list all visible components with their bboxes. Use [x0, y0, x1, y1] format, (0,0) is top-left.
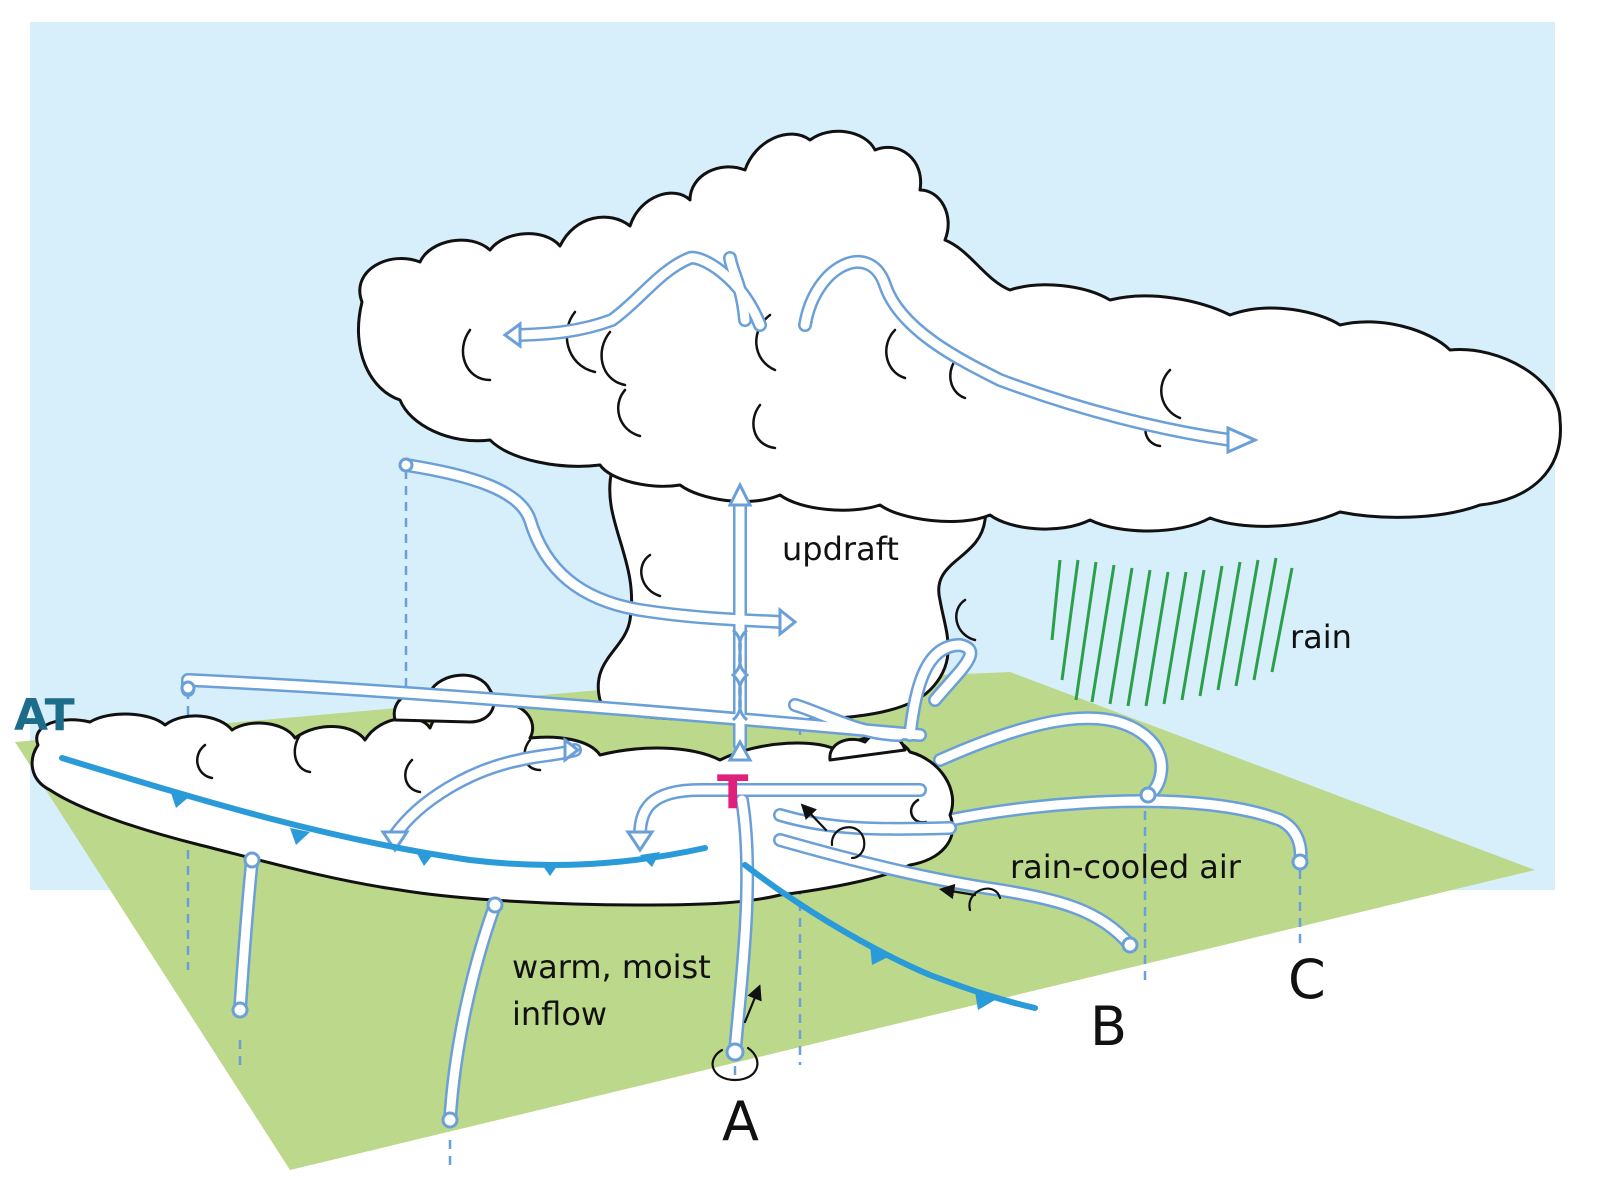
arrowhead-anvil-left [502, 321, 522, 349]
arrowhead-lowlevel-2 [380, 830, 410, 853]
arrowhead-anvil-right [1226, 425, 1259, 455]
forward-flank-gust-front [742, 862, 1038, 1011]
flow-ground-to-right-inner [935, 713, 1306, 867]
cloud-base [30, 696, 955, 907]
airflows-front [180, 250, 1309, 1129]
inflow-label-line2: inflow [512, 995, 607, 1033]
gust-front-teeth [170, 790, 995, 1010]
arrowhead-updraft [727, 481, 753, 507]
updraft-twist [730, 628, 750, 722]
updraft-label: updraft [782, 530, 899, 568]
supercell-cloud [30, 129, 1562, 907]
tornado-marker-label: T [717, 765, 749, 819]
arrowhead-left-stub [563, 736, 581, 764]
rain-shaft [1050, 557, 1294, 707]
airflows-back [933, 711, 1308, 869]
cross-section-b-label: B [1090, 995, 1127, 1058]
anvil-top-marker-label: AT [14, 690, 75, 741]
arrowhead-lowlevel-1 [625, 830, 655, 853]
rain-cooled-air-label: rain-cooled air [1010, 848, 1242, 886]
arrowhead-midlevel [778, 606, 798, 638]
cross-section-a-label: A [722, 1090, 759, 1153]
airflow-inner-strokes [183, 253, 1235, 1125]
airflow-tube-ends [180, 457, 1309, 1129]
cross-section-c-label: C [1288, 948, 1326, 1011]
inflow-label-line1: warm, moist [512, 948, 711, 986]
rain-label: rain [1290, 618, 1352, 656]
arrowhead-inner-updraft [727, 738, 753, 762]
airflow-arrowheads [380, 321, 1259, 853]
circulation-arrows [711, 803, 1002, 1082]
